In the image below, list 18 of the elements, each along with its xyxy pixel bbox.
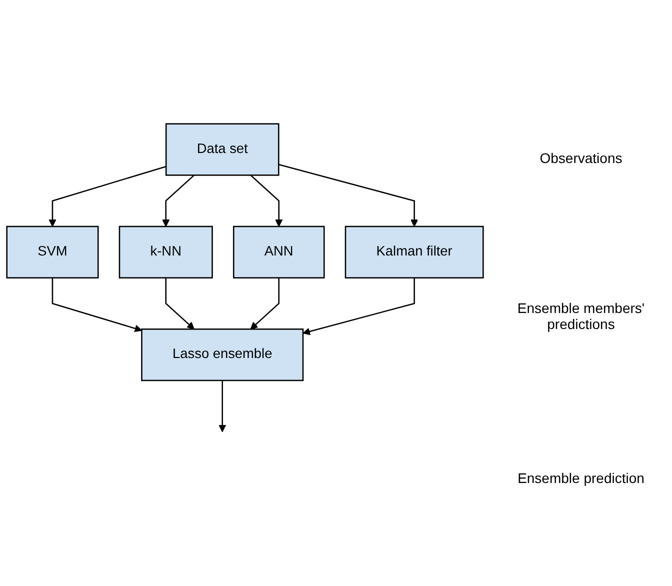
arrow (250, 174, 283, 227)
node-box: Lasso ensemble (141, 328, 304, 381)
arrow (302, 278, 415, 335)
arrow (162, 174, 195, 227)
arrow (52, 278, 142, 332)
node-box: SVM (6, 226, 99, 278)
arrow (218, 380, 226, 432)
node-box: Kalman filter (344, 226, 484, 278)
arrow (250, 278, 280, 330)
node-box: Data set (165, 122, 280, 176)
arrow (165, 278, 194, 330)
arrow (48, 166, 166, 227)
node-box: ANN (232, 226, 325, 278)
arrow (278, 164, 418, 227)
stage-label: Observations (538, 150, 624, 166)
node-box: k-NN (118, 226, 213, 278)
stage-label: Ensemble members' predictions (516, 300, 646, 332)
stage-label: Ensemble prediction (516, 470, 646, 486)
